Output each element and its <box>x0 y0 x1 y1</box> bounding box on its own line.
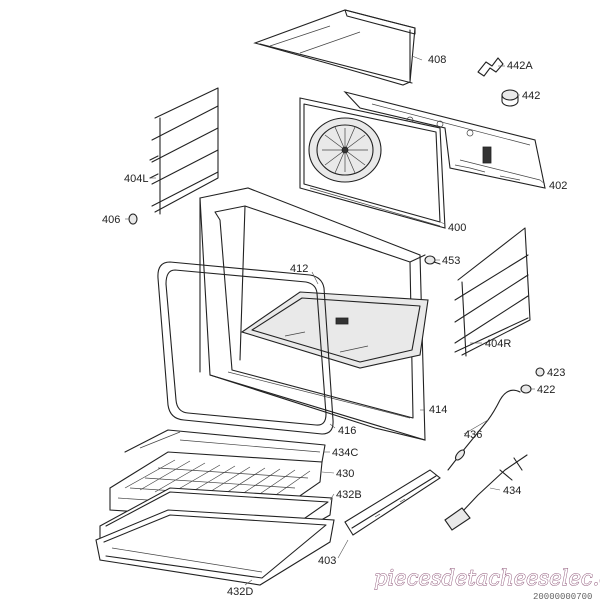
label-402: 402 <box>549 180 567 192</box>
label-442A: 442A <box>507 60 533 72</box>
callout-labels: 408 442A 442 402 404L 406 400 412 453 40… <box>102 54 567 598</box>
label-416: 416 <box>338 425 356 437</box>
part-402-back-panel <box>343 91 546 189</box>
label-436: 436 <box>464 429 482 441</box>
watermark-text: piecesdetacheeselec.com <box>374 566 600 590</box>
label-442: 442 <box>522 90 540 102</box>
part-406-washer <box>128 213 138 225</box>
part-436-temperature-probe <box>447 389 521 471</box>
part-403-side-rail <box>344 469 441 536</box>
part-423-nut <box>535 367 545 377</box>
label-404L: 404L <box>124 173 148 185</box>
part-404R-right-shelf-support <box>454 227 531 357</box>
label-412: 412 <box>290 263 308 275</box>
label-432D: 432D <box>227 586 253 598</box>
label-408: 408 <box>428 54 446 66</box>
part-416-door-gasket <box>157 261 334 435</box>
label-432B: 432B <box>336 489 362 501</box>
part-434C-grid-frame <box>124 429 326 463</box>
leader-lines <box>125 55 546 586</box>
label-403: 403 <box>318 555 336 567</box>
part-412-inner-tray <box>240 291 429 369</box>
label-434C: 434C <box>332 447 358 459</box>
part-422-fitting <box>520 384 532 394</box>
label-400: 400 <box>448 222 466 234</box>
part-408-top-panel <box>253 9 416 86</box>
label-414: 414 <box>429 404 447 416</box>
part-434-heating-element <box>444 454 528 531</box>
part-404L-left-shelf-support <box>149 87 219 215</box>
label-434: 434 <box>503 485 521 497</box>
label-453: 453 <box>442 255 460 267</box>
part-432D-drip-tray <box>95 509 335 586</box>
label-422: 422 <box>537 384 555 396</box>
label-404R: 404R <box>485 338 511 350</box>
footer-code: 20000000700 <box>533 592 592 600</box>
label-423: 423 <box>547 367 565 379</box>
part-442-cap <box>501 89 519 107</box>
part-400-rear-fan-cavity <box>299 97 446 229</box>
label-406: 406 <box>102 214 120 226</box>
label-430: 430 <box>336 468 354 480</box>
part-442A-clip <box>477 57 504 77</box>
